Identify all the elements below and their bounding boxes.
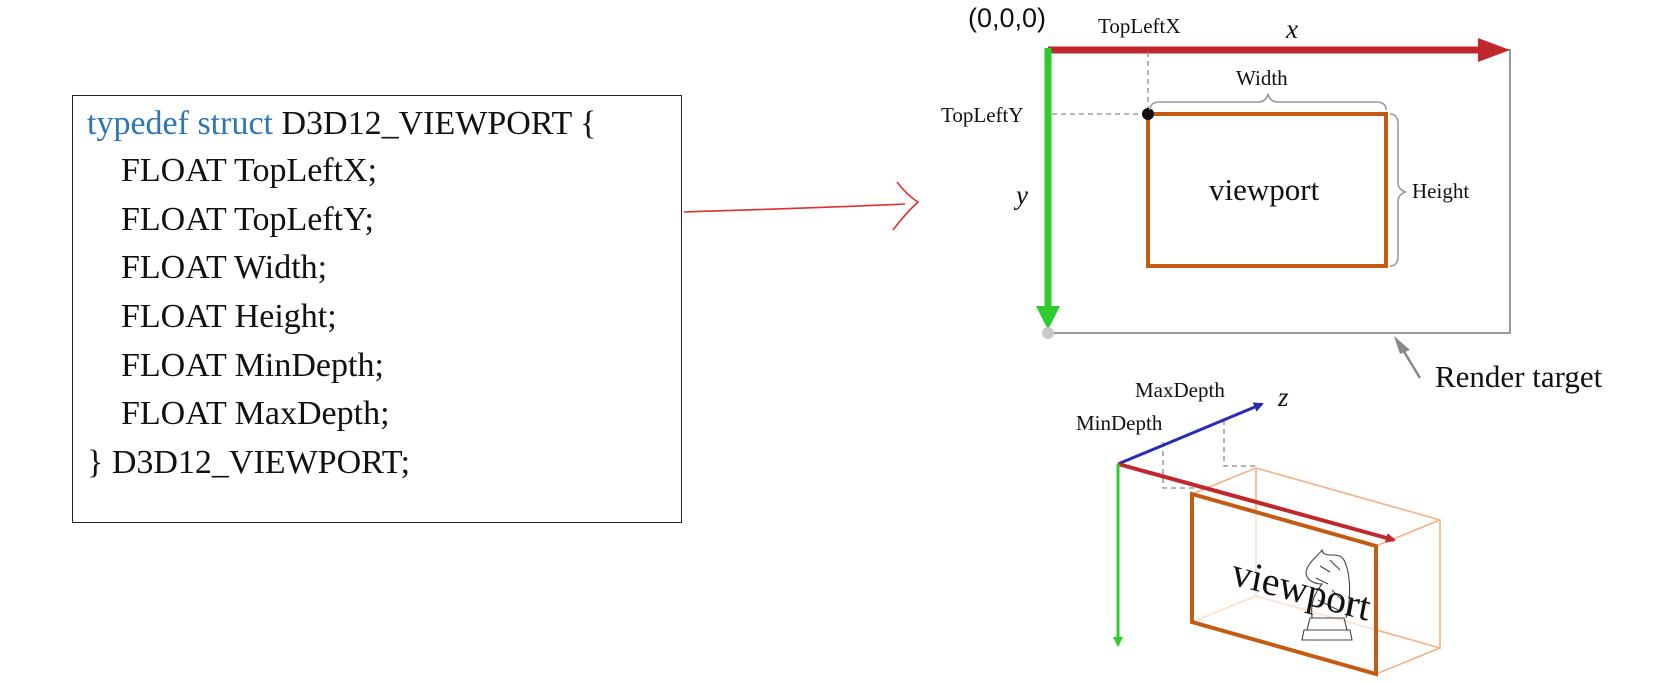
field-line: FLOAT MaxDepth; — [121, 395, 390, 432]
width-brace — [1149, 93, 1387, 111]
x-axis-3d-arrow — [1117, 462, 1396, 543]
field-line: FLOAT TopLeftY; — [121, 201, 374, 238]
min-depth-label: MinDepth — [1076, 411, 1163, 435]
struct-name: D3D12_VIEWPORT { — [273, 105, 597, 142]
width-label: Width — [1236, 66, 1288, 90]
typedef-keyword: typedef struct — [87, 105, 273, 142]
top-left-point — [1142, 108, 1154, 120]
render-target-label: Render target — [1435, 359, 1603, 394]
render-target-pointer-head — [1394, 336, 1410, 354]
height-brace — [1389, 113, 1407, 267]
connector-arrow — [683, 203, 906, 213]
struct-code-block: typedef struct D3D12_VIEWPORT { FLOAT To… — [72, 95, 682, 523]
z-axis-label: z — [1277, 382, 1289, 412]
x-axis-arrowhead — [1478, 38, 1510, 62]
chess-knight-icon — [1301, 548, 1353, 641]
z-axis-arrow — [1117, 402, 1264, 466]
x-axis-label: x — [1285, 14, 1298, 44]
viewport-rect — [1146, 112, 1388, 268]
min-depth-guide — [1162, 442, 1195, 489]
top-left-y-label: TopLeftY — [941, 103, 1024, 127]
viewport-label: viewport — [1209, 172, 1320, 207]
y-axis-label: y — [1013, 180, 1028, 210]
origin-label: (0,0,0) — [968, 3, 1046, 33]
max-depth-guide — [1223, 420, 1256, 467]
connector-arrowhead — [892, 181, 920, 231]
height-label: Height — [1412, 179, 1469, 203]
field-line: FLOAT TopLeftX; — [121, 152, 378, 189]
field-line: FLOAT MinDepth; — [121, 347, 384, 384]
bottom-left-dot — [1042, 327, 1054, 339]
viewport-3d-rect — [1190, 491, 1378, 677]
struct-header-line: typedef struct D3D12_VIEWPORT { — [87, 104, 596, 144]
y-axis-arrowhead — [1036, 306, 1060, 330]
top-left-x-label: TopLeftX — [1098, 14, 1181, 38]
max-depth-label: MaxDepth — [1135, 378, 1225, 402]
field-line: FLOAT Height; — [121, 298, 337, 335]
field-line: FLOAT Width; — [121, 249, 328, 286]
struct-closing-line: } D3D12_VIEWPORT; — [87, 444, 411, 481]
